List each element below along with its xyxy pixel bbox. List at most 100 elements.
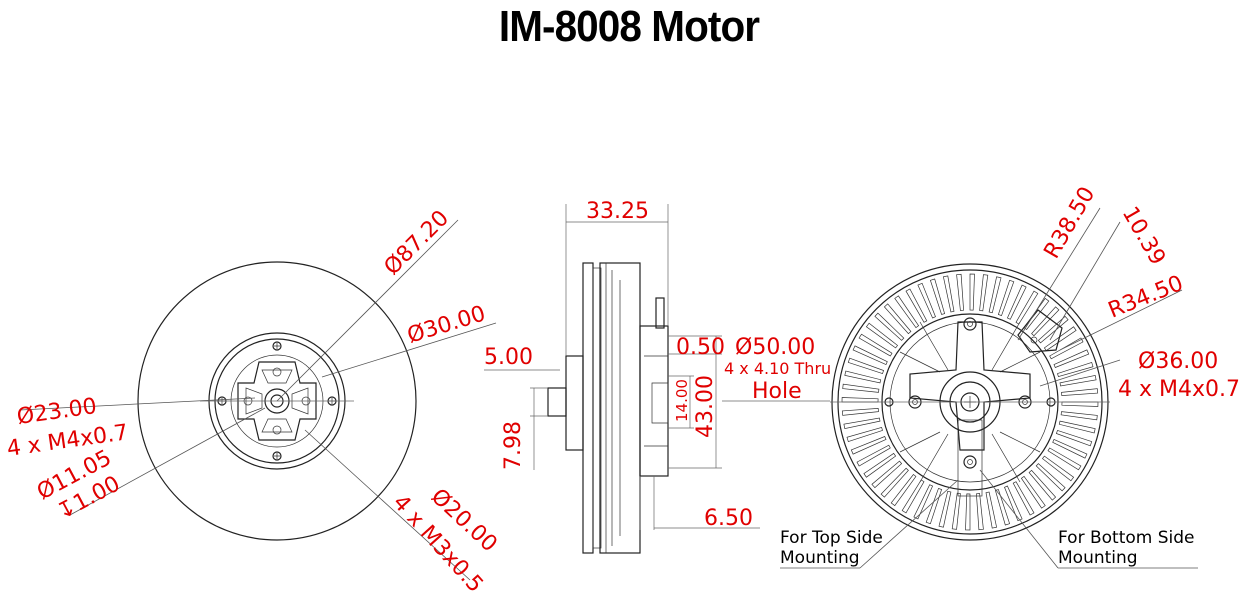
dim-r3450: R34.50 bbox=[1105, 271, 1187, 324]
cooling-fin bbox=[925, 487, 943, 525]
leader-d20 bbox=[304, 429, 471, 581]
leader-d87 bbox=[276, 219, 459, 402]
cooling-fin bbox=[956, 273, 964, 311]
cooling-fin bbox=[929, 278, 946, 315]
cooling-fin bbox=[850, 436, 887, 455]
cooling-fin bbox=[1043, 326, 1077, 352]
dim-d23: Ø23.00 bbox=[15, 394, 98, 430]
cooling-fin bbox=[1015, 290, 1039, 325]
cooling-fin bbox=[890, 474, 917, 507]
cooling-fin bbox=[1049, 337, 1084, 360]
rear-spokes bbox=[899, 321, 1041, 483]
cooling-fin bbox=[880, 467, 909, 498]
rotor-lip bbox=[592, 267, 602, 549]
leader-bottom-mount bbox=[979, 469, 1059, 569]
cooling-fin bbox=[844, 370, 882, 384]
cross-slots bbox=[245, 369, 309, 433]
dim-shaft: 5.00 bbox=[484, 345, 533, 370]
m4-screw bbox=[272, 341, 282, 351]
m3-hole bbox=[272, 425, 282, 435]
leader-r3850 bbox=[1017, 207, 1101, 341]
cooling-fin bbox=[863, 452, 897, 478]
cooling-fin bbox=[865, 322, 898, 349]
cooling-fin bbox=[913, 484, 934, 520]
cooling-fin bbox=[883, 303, 912, 335]
cooling-fin bbox=[1012, 481, 1035, 516]
cooling-fin bbox=[951, 492, 961, 530]
base-mount bbox=[639, 325, 669, 477]
cooling-fin bbox=[1061, 388, 1099, 396]
shaft bbox=[547, 387, 567, 417]
cooling-fin bbox=[858, 333, 893, 357]
dim-hole: Hole bbox=[752, 379, 802, 404]
front-hub bbox=[565, 355, 584, 451]
dim-d36: Ø36.00 bbox=[1138, 349, 1218, 374]
base-details bbox=[644, 355, 669, 447]
cooling-fin bbox=[843, 417, 881, 430]
cooling-fin bbox=[842, 383, 880, 393]
stator-ribs bbox=[605, 263, 621, 553]
cooling-fin bbox=[1035, 463, 1066, 492]
front-view: Ø87.20 Ø30.00 Ø23.00 4 x M4x0.7 Ø11.05 ↧… bbox=[5, 206, 501, 593]
cooling-fin bbox=[894, 295, 920, 329]
side-view: 33.25 5.00 0.50 Ø50.00 4 x 4.10 Thru Hol… bbox=[484, 199, 831, 554]
cooling-fin bbox=[841, 408, 879, 416]
rear-hole bbox=[963, 317, 977, 331]
dim-d50: Ø50.00 bbox=[735, 335, 815, 360]
wire-exit-pad bbox=[1017, 309, 1063, 353]
leader-r3450 bbox=[1059, 289, 1183, 351]
dim-m4-rear: 4 x M4x0.7 bbox=[1118, 377, 1240, 402]
cooling-fin bbox=[841, 397, 879, 403]
leader-top-mount bbox=[859, 479, 959, 569]
cooling-fin bbox=[1031, 306, 1060, 337]
rear-bottom-arm bbox=[957, 419, 983, 497]
note-top-line1: For Top Side bbox=[780, 528, 883, 548]
cooling-fin bbox=[1004, 485, 1023, 522]
cooling-fin bbox=[871, 460, 903, 489]
cooling-fin bbox=[965, 493, 971, 531]
cooling-fin bbox=[1047, 447, 1082, 471]
rear-hole bbox=[963, 455, 977, 469]
cooling-fin bbox=[901, 479, 925, 514]
m4-screw bbox=[272, 451, 282, 461]
cooling-fin bbox=[1061, 401, 1099, 407]
dim-d30: Ø30.00 bbox=[404, 301, 488, 348]
cooling-fin bbox=[874, 312, 905, 341]
leader-d11 bbox=[69, 407, 266, 516]
dim-base: 6.50 bbox=[704, 506, 753, 531]
cooling-fin bbox=[1055, 429, 1093, 447]
wire-exit-hole bbox=[1030, 336, 1038, 344]
dim-h43: 43.00 bbox=[693, 375, 718, 438]
cooling-fin bbox=[988, 276, 1002, 314]
dim-thru: 4 x 4.10 Thru bbox=[724, 359, 831, 378]
wire-exit bbox=[655, 297, 665, 329]
dim-h14: 14.00 bbox=[673, 379, 691, 422]
cross-mount bbox=[237, 361, 317, 441]
cooling-fin bbox=[1053, 349, 1090, 368]
outer-rotor-circle bbox=[137, 261, 417, 541]
leader-1039 bbox=[1049, 221, 1121, 341]
cooling-fin bbox=[856, 444, 891, 467]
note-bottom-line2: Mounting bbox=[1058, 548, 1138, 568]
cooling-fin bbox=[985, 491, 998, 529]
dim-1039: 10.39 bbox=[1117, 203, 1170, 270]
cooling-fin bbox=[997, 279, 1015, 317]
cooling-fins bbox=[841, 273, 1099, 531]
m3-hole bbox=[272, 367, 282, 377]
cooling-fin bbox=[1020, 475, 1046, 509]
cooling-fin bbox=[979, 274, 989, 312]
cooling-fin bbox=[905, 288, 928, 323]
cooling-fin bbox=[846, 426, 883, 443]
cooling-fin bbox=[1059, 374, 1097, 387]
dim-gap: 0.50 bbox=[676, 335, 725, 360]
leader-d36 bbox=[1039, 359, 1121, 387]
cooling-fin bbox=[847, 357, 885, 375]
dim-width: 33.25 bbox=[586, 199, 649, 224]
cooling-fin bbox=[938, 490, 952, 528]
cooling-fin bbox=[1028, 469, 1057, 501]
cooling-fin bbox=[1037, 315, 1069, 344]
dim-d87: Ø87.20 bbox=[380, 206, 454, 280]
leader-d30 bbox=[321, 322, 497, 378]
cooling-fin bbox=[942, 275, 955, 313]
